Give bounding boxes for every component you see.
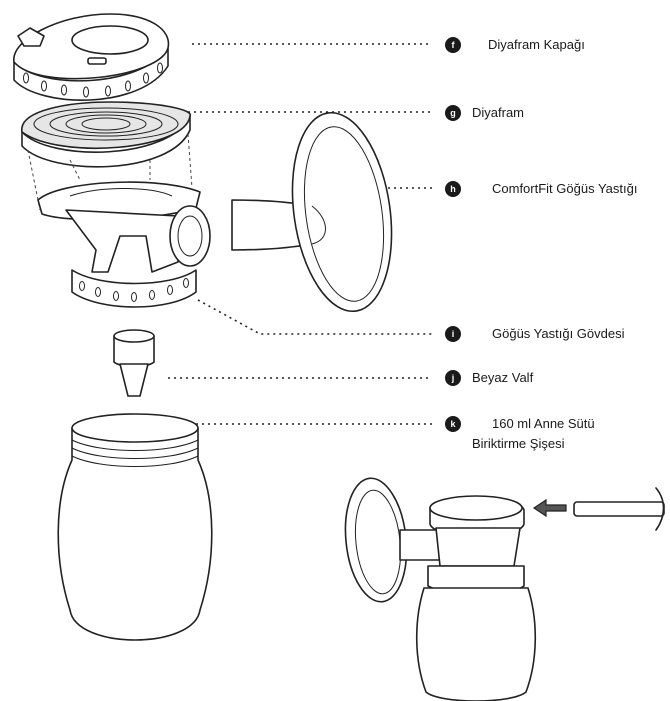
badge-letter-j: j — [451, 373, 455, 383]
label-breast-cushion: ComfortFit Göğüs Yastığı — [492, 181, 637, 196]
label-diaphragm-cap: Diyafram Kapağı — [488, 37, 585, 52]
badge-f — [445, 37, 461, 53]
badge-letter-g: g — [450, 108, 456, 118]
badge-letter-i: i — [452, 329, 455, 339]
badge-k — [445, 416, 461, 432]
label-milk-bottle-line2: Biriktirme Şişesi — [472, 436, 565, 451]
label-breast-shield-body: Göğüs Yastığı Gövdesi — [492, 326, 625, 341]
milk-bottle-illustration — [57, 413, 213, 641]
leader-lines — [168, 43, 432, 425]
label-white-valve: Beyaz Valf — [472, 370, 534, 385]
breast-cushion-illustration — [231, 111, 393, 313]
label-milk-bottle-line1: 160 ml Anne Sütü — [492, 416, 595, 431]
breast-shield-body-illustration — [27, 133, 211, 308]
label-h: h ComfortFit Göğüs Yastığı — [445, 181, 637, 197]
assembled-pump-illustration — [344, 477, 665, 701]
label-diaphragm: Diyafram — [472, 105, 524, 120]
badge-letter-k: k — [450, 419, 456, 429]
badge-j — [445, 370, 461, 386]
badge-h — [445, 181, 461, 197]
label-g: g Diyafram — [445, 105, 524, 121]
white-valve-illustration — [113, 329, 155, 397]
diaphragm-cap-illustration — [13, 13, 170, 101]
badge-g — [445, 105, 461, 121]
diaphragm-illustration — [21, 101, 191, 168]
badge-i — [445, 326, 461, 342]
label-f: f Diyafram Kapağı — [445, 37, 585, 53]
label-k: k 160 ml Anne Sütü Biriktirme Şişesi — [445, 416, 595, 451]
badge-letter-f: f — [452, 40, 456, 50]
badge-letter-h: h — [450, 184, 456, 194]
label-j: j Beyaz Valf — [445, 370, 534, 386]
label-i: i Göğüs Yastığı Gövdesi — [445, 326, 625, 342]
